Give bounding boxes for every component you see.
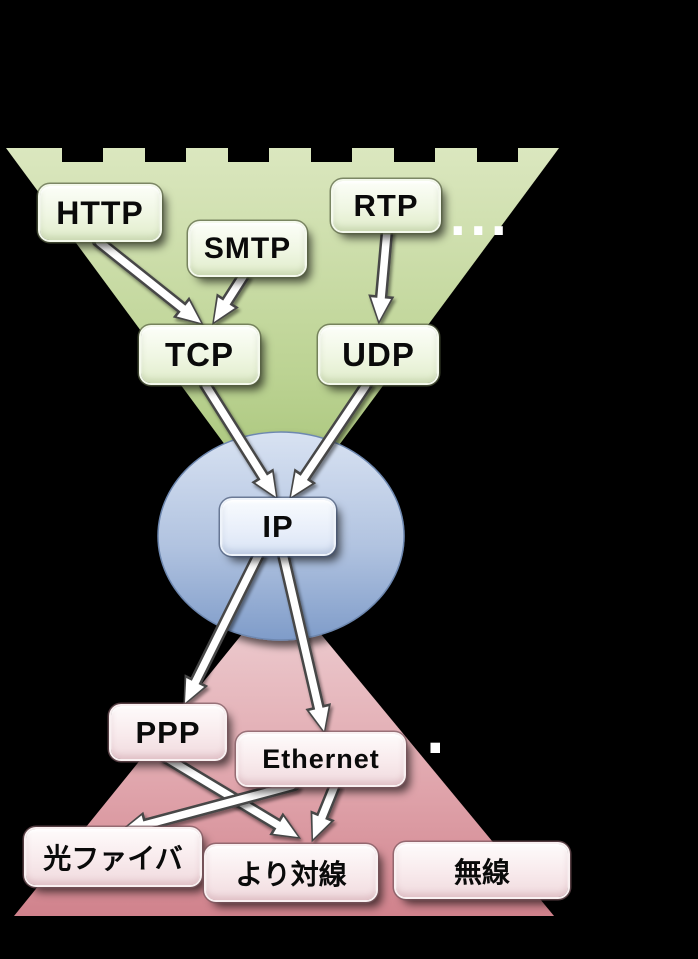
node-udp: UDP <box>320 327 437 383</box>
arrow-ip-ppp <box>183 547 266 707</box>
arrow-ethernet-twisted_pair <box>310 778 342 843</box>
node-ethernet: Ethernet <box>238 734 404 785</box>
node-twisted-pair: より対線 <box>206 846 376 900</box>
node-udp-label: UDP <box>342 336 415 373</box>
arrow-http-tcp <box>91 234 204 326</box>
node-tcp-label: TCP <box>165 336 234 373</box>
arrow-smtp-tcp <box>212 268 251 326</box>
node-optical-fiber: 光ファイバ <box>26 829 200 885</box>
node-ip: IP <box>222 500 334 554</box>
node-ppp: PPP <box>111 706 225 759</box>
node-twisted-pair-label: より対線 <box>235 859 347 890</box>
arrow-rtp-udp <box>368 224 395 325</box>
notch <box>62 146 103 162</box>
arrow-ip-ethernet <box>276 547 332 735</box>
notch <box>145 146 186 162</box>
upper-triangle-notches <box>62 146 518 162</box>
node-wireless: 無線 <box>396 844 568 897</box>
notch <box>311 146 352 162</box>
node-optical-fiber-label: 光ファイバ <box>43 843 183 874</box>
node-ppp-label: PPP <box>135 714 201 750</box>
upper-triangle <box>6 148 559 522</box>
notch <box>228 146 269 162</box>
arrow-ppp-twisted_pair <box>158 750 302 839</box>
node-ip-label: IP <box>262 509 294 544</box>
bottom-ellipsis-dot: . <box>425 703 446 766</box>
node-http-label: HTTP <box>56 194 144 231</box>
notch <box>394 146 435 162</box>
node-http: HTTP <box>40 186 160 240</box>
notch <box>477 146 518 162</box>
node-wireless-label: 無線 <box>453 856 510 888</box>
node-tcp: TCP <box>141 327 258 383</box>
arrow-tcp-ip <box>198 377 278 501</box>
node-ethernet-label: Ethernet <box>262 744 380 774</box>
node-rtp: RTP <box>333 181 439 231</box>
arrows-layer <box>91 224 395 843</box>
arrow-udp-ip <box>288 377 374 501</box>
top-ellipsis: ... <box>449 192 511 246</box>
node-rtp-label: RTP <box>353 188 419 223</box>
node-smtp: SMTP <box>190 223 305 275</box>
node-smtp-label: SMTP <box>203 232 292 265</box>
